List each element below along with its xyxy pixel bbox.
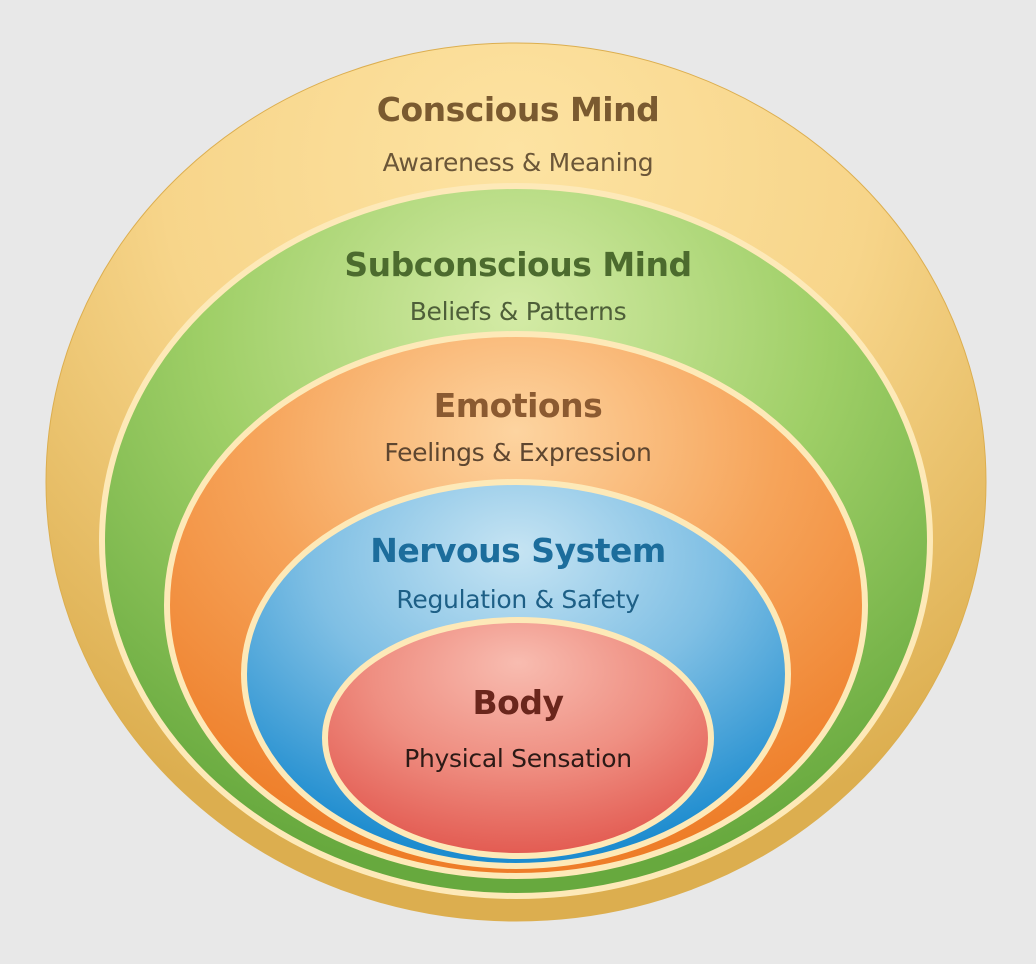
layer-ellipse-body <box>322 617 714 859</box>
layer-title-body: Body <box>472 683 564 722</box>
layer-subtitle-body: Physical Sensation <box>404 744 632 773</box>
layer-subtitle-subconscious-mind: Beliefs & Patterns <box>409 297 627 326</box>
layer-subtitle-conscious-mind: Awareness & Meaning <box>382 148 654 177</box>
layer-title-subconscious-mind: Subconscious Mind <box>344 245 692 284</box>
layer-subtitle-emotions: Feelings & Expression <box>384 438 652 467</box>
layer-subtitle-nervous-system: Regulation & Safety <box>396 585 640 614</box>
layer-title-emotions: Emotions <box>433 386 603 425</box>
layer-title-nervous-system: Nervous System <box>370 531 666 570</box>
layer-title-conscious-mind: Conscious Mind <box>376 90 660 129</box>
